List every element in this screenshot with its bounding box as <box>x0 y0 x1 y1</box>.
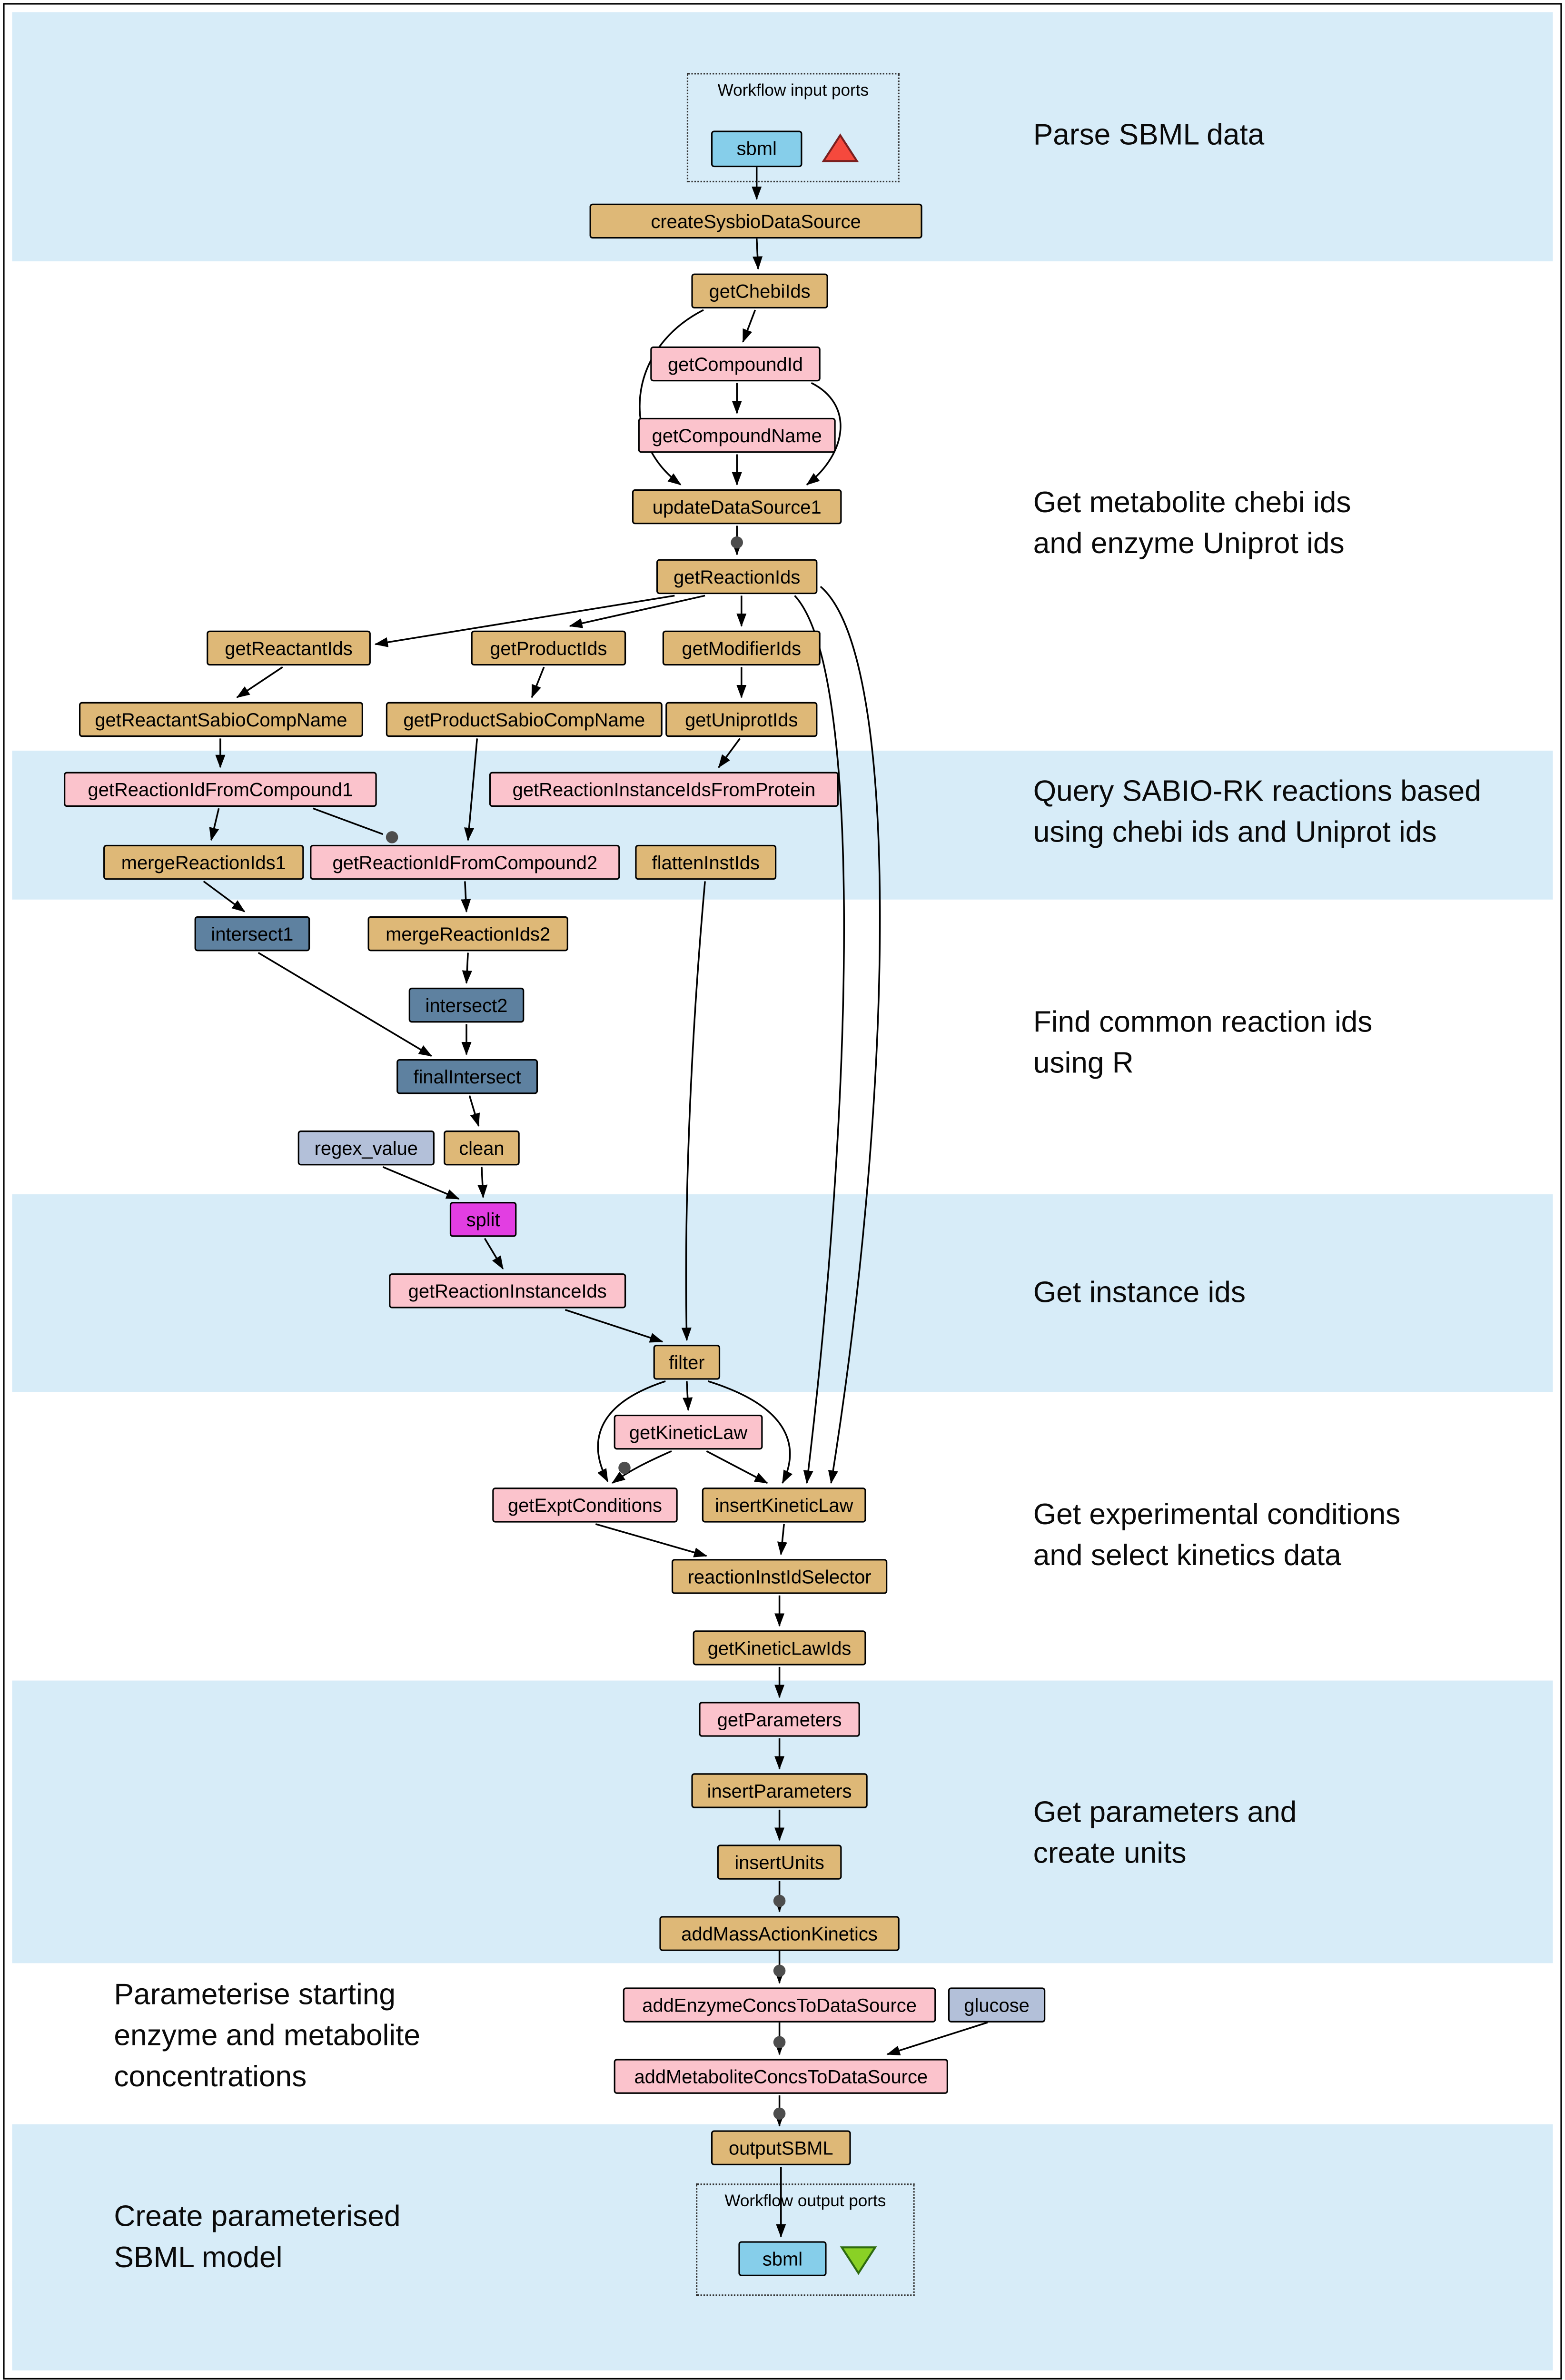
link-merge-dot-3 <box>773 1894 786 1907</box>
node-getReactantSabioCompName: getReactantSabioCompName <box>79 702 363 737</box>
node-getKineticLaw: getKineticLaw <box>614 1414 763 1450</box>
input-ports-title: Workflow input ports <box>717 82 869 100</box>
edge-1 <box>753 238 763 270</box>
section-label-7: Get parameters and create units <box>1033 1796 1297 1871</box>
node-getChebiIds: getChebiIds <box>691 273 828 309</box>
node-glucose: glucose <box>948 1987 1046 2023</box>
node-getKineticLawIds: getKineticLawIds <box>693 1630 866 1666</box>
edge-15 <box>464 738 478 842</box>
edge-28 <box>484 1238 504 1269</box>
node-getProductIds: getProductIds <box>471 630 626 666</box>
node-getReactionIds: getReactionIds <box>656 559 818 595</box>
node-flattenInstIds: flattenInstIds <box>635 844 777 880</box>
edge-37 <box>595 1523 708 1557</box>
section-label-4: Find common reaction ids using R <box>1033 1006 1373 1081</box>
workflow-input-ports-box: Workflow input ports <box>686 73 900 183</box>
port-input-sbml: sbml <box>711 130 802 168</box>
edge-22 <box>258 952 433 1057</box>
node-getReactionInstanceIdsFromProtein: getReactionInstanceIdsFromProtein <box>489 772 839 807</box>
node-reactionInstIdSelector: reactionInstIdSelector <box>671 1559 888 1594</box>
link-merge-dot-6 <box>773 2107 786 2120</box>
node-getReactantIds: getReactantIds <box>207 630 371 666</box>
edge-12 <box>531 666 545 698</box>
node-getCompoundName: getCompoundName <box>638 417 836 453</box>
edge-31 <box>597 1380 666 1482</box>
node-addMetaboliteConcsToDataSource: addMetaboliteConcsToDataSource <box>614 2059 948 2094</box>
node-getExptConditions: getExptConditions <box>492 1488 678 1523</box>
section-label-9: Create parameterised SBML model <box>114 2200 401 2275</box>
node-getReactionIdFromCompound2: getReactionIdFromCompound2 <box>310 844 620 880</box>
node-finalIntersect: finalIntersect <box>396 1059 538 1094</box>
node-split: split <box>449 1202 517 1237</box>
link-merge-dot-0 <box>731 536 743 549</box>
edge-29 <box>565 1309 664 1343</box>
edge-6 <box>806 382 842 486</box>
edge-19 <box>203 881 246 912</box>
node-getProductSabioCompName: getProductSabioCompName <box>386 702 663 737</box>
node-insertParameters: insertParameters <box>691 1773 868 1808</box>
node-intersect1: intersect1 <box>194 916 310 952</box>
node-getReactionIdFromCompound1: getReactionIdFromCompound1 <box>64 772 377 807</box>
edge-35 <box>820 585 881 1484</box>
edge-23 <box>462 952 472 984</box>
section-label-5: Get instance ids <box>1033 1276 1246 1310</box>
edge-38 <box>777 1524 787 1556</box>
input-triangle-icon <box>822 133 859 162</box>
output-ports-title: Workflow output ports <box>724 2192 886 2211</box>
edge-30 <box>683 1381 693 1411</box>
edge-26 <box>382 1166 460 1200</box>
edge-21 <box>681 881 706 1341</box>
section-label-6: Get experimental conditions and select k… <box>1033 1498 1401 1573</box>
background-band-3 <box>12 1194 1553 1392</box>
edge-27 <box>477 1167 488 1199</box>
node-regex_value: regex_value <box>297 1130 435 1166</box>
node-getModifierIds: getModifierIds <box>662 630 821 666</box>
edge-32 <box>708 1380 793 1484</box>
edge-2 <box>742 309 756 343</box>
edge-25 <box>468 1095 480 1127</box>
edge-46 <box>886 2022 988 2055</box>
node-getParameters: getParameters <box>699 1702 860 1737</box>
edge-11 <box>236 666 283 698</box>
node-mergeReactionIds1: mergeReactionIds1 <box>103 844 304 880</box>
edge-34 <box>706 1450 768 1484</box>
section-label-8: Parameterise starting enzyme and metabol… <box>114 1978 421 2094</box>
node-insertUnits: insertUnits <box>717 1844 842 1880</box>
node-clean: clean <box>444 1130 520 1166</box>
edge-5 <box>639 309 704 486</box>
edge-36 <box>794 595 845 1484</box>
edge-33 <box>612 1450 672 1484</box>
node-updateDataSource1: updateDataSource1 <box>632 489 842 525</box>
workflow-output-ports-box: Workflow output ports <box>696 2183 915 2296</box>
node-outputSBML: outputSBML <box>711 2130 851 2165</box>
edge-20 <box>461 881 471 913</box>
node-getReactionInstanceIds: getReactionInstanceIds <box>389 1273 626 1309</box>
node-mergeReactionIds2: mergeReactionIds2 <box>367 916 568 952</box>
node-addMassActionKinetics: addMassActionKinetics <box>659 1916 900 1951</box>
node-createSysbioDataSource: createSysbioDataSource <box>589 203 922 239</box>
node-getCompoundId: getCompoundId <box>650 346 821 382</box>
node-insertKineticLaw: insertKineticLaw <box>702 1488 866 1523</box>
link-merge-dot-5 <box>773 2036 786 2049</box>
edge-17 <box>209 808 220 841</box>
node-filter: filter <box>653 1345 721 1380</box>
link-merge-dot-1 <box>386 831 398 843</box>
node-getUniprotIds: getUniprotIds <box>665 702 818 737</box>
section-label-3: Query SABIO-RK reactions based using che… <box>1033 775 1481 850</box>
edge-18 <box>312 807 384 835</box>
output-triangle-icon <box>840 2246 877 2275</box>
link-merge-dot-2 <box>618 1461 631 1474</box>
link-merge-dot-4 <box>773 1964 786 1977</box>
node-intersect2: intersect2 <box>408 987 525 1023</box>
section-label-2: Get metabolite chebi ids and enzyme Unip… <box>1033 486 1351 561</box>
edge-16 <box>718 738 741 768</box>
port-output-sbml: sbml <box>738 2241 827 2276</box>
edge-9 <box>569 595 705 628</box>
node-addEnzymeConcsToDataSource: addEnzymeConcsToDataSource <box>623 1987 936 2023</box>
section-label-1: Parse SBML data <box>1033 118 1265 152</box>
edge-8 <box>374 595 675 647</box>
